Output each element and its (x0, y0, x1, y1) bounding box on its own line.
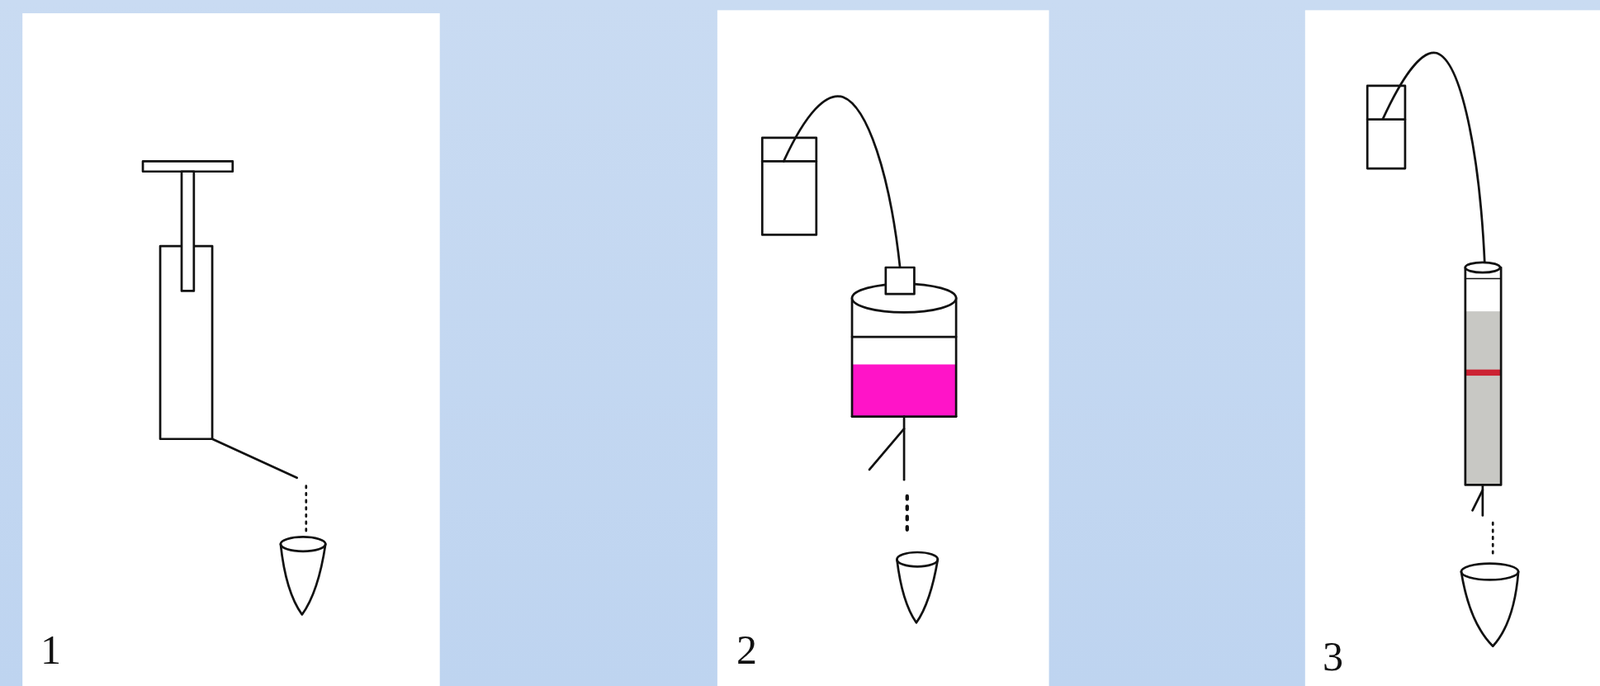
syringe (142, 160, 298, 478)
drip (304, 486, 308, 531)
tubing (1382, 52, 1486, 264)
panel (1305, 9, 1600, 686)
collection-tube (1461, 563, 1519, 647)
reservoir-bottle (762, 137, 817, 235)
panel-number: 2 (736, 629, 758, 671)
panel-number: 3 (1322, 635, 1344, 677)
reservoir-bottle (1367, 85, 1406, 169)
panel (717, 9, 1050, 686)
drip (905, 496, 909, 531)
collection-tube (896, 552, 938, 623)
panel-number: 1 (40, 629, 62, 671)
collection-tube (280, 536, 326, 615)
tubing (783, 96, 900, 268)
filter-unit (852, 267, 957, 480)
drip (1491, 522, 1495, 557)
panel (22, 13, 441, 686)
column (1465, 262, 1501, 516)
